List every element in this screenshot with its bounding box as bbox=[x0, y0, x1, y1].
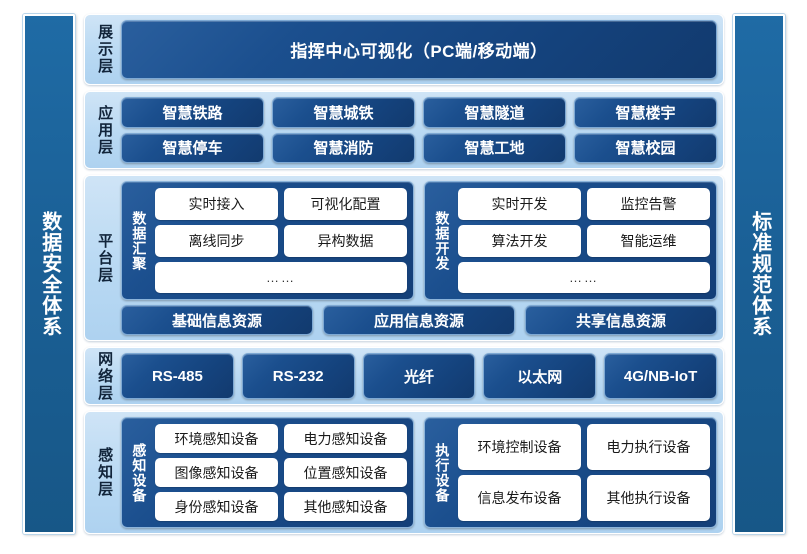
layer-application-label: 应用层 bbox=[96, 104, 114, 156]
resource-basic-info[interactable]: 基础信息资源 bbox=[121, 305, 313, 336]
cell-power-actuating-device[interactable]: 电力执行设备 bbox=[587, 424, 710, 471]
app-item-smart-firefighting[interactable]: 智慧消防 bbox=[272, 132, 415, 163]
cell-row: …… bbox=[155, 261, 407, 294]
network-item-4g-nbiot[interactable]: 4G/NB-IoT bbox=[604, 353, 717, 400]
cell-realtime-ingest[interactable]: 实时接入 bbox=[155, 187, 278, 220]
presentation-banner[interactable]: 指挥中心可视化（PC端/移动端） bbox=[121, 20, 717, 80]
cell-power-sensing-device[interactable]: 电力感知设备 bbox=[284, 424, 407, 454]
platform-resource-row: 基础信息资源 应用信息资源 共享信息资源 bbox=[121, 305, 717, 336]
cell-offline-sync[interactable]: 离线同步 bbox=[155, 224, 278, 257]
cell-row: 实时开发 监控告警 bbox=[458, 187, 710, 220]
app-item-smart-campus[interactable]: 智慧校园 bbox=[574, 132, 717, 163]
layer-application-body: 智慧铁路 智慧城铁 智慧隧道 智慧楼宇 智慧停车 智慧消防 智慧工地 智慧校园 bbox=[117, 97, 717, 163]
app-item-smart-parking[interactable]: 智慧停车 bbox=[121, 132, 264, 163]
layer-network-body: RS-485 RS-232 光纤 以太网 4G/NB-IoT bbox=[117, 353, 717, 400]
perception-groups: 感知设备 环境感知设备 电力感知设备 图像感知设备 位置感知设备 bbox=[121, 417, 717, 528]
layer-presentation-body: 指挥中心可视化（PC端/移动端） bbox=[117, 20, 717, 80]
cell-row: 离线同步 异构数据 bbox=[155, 224, 407, 257]
platform-group-data-aggregation-cells: 实时接入 可视化配置 离线同步 异构数据 …… bbox=[155, 187, 407, 294]
layer-perception: 感知层 感知设备 环境感知设备 电力感知设备 图像感知设备 bbox=[84, 411, 724, 534]
layer-stack: 展示层 指挥中心可视化（PC端/移动端） 应用层 智慧铁路 智慧城铁 智慧隧道 … bbox=[84, 14, 724, 534]
cell-row: 实时接入 可视化配置 bbox=[155, 187, 407, 220]
cell-realtime-development[interactable]: 实时开发 bbox=[458, 187, 581, 220]
platform-group-data-development-title: 数据开发 bbox=[434, 210, 451, 271]
app-item-smart-building[interactable]: 智慧楼宇 bbox=[574, 97, 717, 128]
cell-location-sensing-device[interactable]: 位置感知设备 bbox=[284, 458, 407, 488]
layer-platform-label: 平台层 bbox=[96, 232, 114, 284]
cell-row: 信息发布设备 其他执行设备 bbox=[458, 475, 710, 522]
platform-group-data-aggregation-title: 数据汇聚 bbox=[131, 210, 148, 271]
perception-group-actuating-devices-cells: 环境控制设备 电力执行设备 信息发布设备 其他执行设备 bbox=[458, 424, 710, 522]
left-pillar-label: 数据安全体系 bbox=[38, 211, 61, 337]
cell-monitoring-alarm[interactable]: 监控告警 bbox=[587, 187, 710, 220]
network-item-rs232[interactable]: RS-232 bbox=[241, 353, 355, 400]
platform-group-data-development: 数据开发 实时开发 监控告警 算法开发 智能运维 …… bbox=[424, 180, 717, 301]
resource-application-info[interactable]: 应用信息资源 bbox=[323, 305, 515, 336]
cell-other-sensing-device[interactable]: 其他感知设备 bbox=[284, 492, 407, 522]
cell-image-sensing-device[interactable]: 图像感知设备 bbox=[155, 458, 278, 488]
perception-group-actuating-devices: 执行设备 环境控制设备 电力执行设备 信息发布设备 其他执行设备 bbox=[424, 417, 717, 528]
cell-row: 图像感知设备 位置感知设备 bbox=[155, 458, 407, 488]
perception-group-actuating-devices-title: 执行设备 bbox=[434, 442, 451, 503]
resource-shared-info[interactable]: 共享信息资源 bbox=[525, 305, 717, 336]
cell-environment-sensing-device[interactable]: 环境感知设备 bbox=[155, 424, 278, 454]
right-pillar-standards: 标准规范体系 bbox=[733, 14, 785, 534]
network-item-ethernet[interactable]: 以太网 bbox=[483, 353, 597, 400]
layer-network-label: 网络层 bbox=[96, 350, 114, 402]
layer-platform-body: 数据汇聚 实时接入 可视化配置 离线同步 异构数据 …… bbox=[117, 180, 717, 336]
cell-row: 环境控制设备 电力执行设备 bbox=[458, 424, 710, 471]
cell-environment-control-device[interactable]: 环境控制设备 bbox=[458, 424, 581, 471]
cell-visual-config[interactable]: 可视化配置 bbox=[284, 187, 407, 220]
perception-group-sensing-devices-cells: 环境感知设备 电力感知设备 图像感知设备 位置感知设备 身份感知设备 其他感知设… bbox=[155, 424, 407, 522]
layer-platform: 平台层 数据汇聚 实时接入 可视化配置 离线同步 异 bbox=[84, 174, 724, 342]
right-pillar-label: 标准规范体系 bbox=[748, 211, 771, 337]
platform-groups: 数据汇聚 实时接入 可视化配置 离线同步 异构数据 …… bbox=[121, 180, 717, 301]
app-item-smart-tunnel[interactable]: 智慧隧道 bbox=[423, 97, 566, 128]
app-item-smart-urban-rail[interactable]: 智慧城铁 bbox=[272, 97, 415, 128]
layer-perception-label: 感知层 bbox=[96, 447, 114, 498]
platform-group-data-aggregation: 数据汇聚 实时接入 可视化配置 离线同步 异构数据 …… bbox=[121, 180, 414, 301]
cell-row: 环境感知设备 电力感知设备 bbox=[155, 424, 407, 454]
left-pillar-data-security: 数据安全体系 bbox=[23, 14, 75, 534]
application-row-1: 智慧铁路 智慧城铁 智慧隧道 智慧楼宇 bbox=[121, 97, 717, 128]
cell-identity-sensing-device[interactable]: 身份感知设备 bbox=[155, 492, 278, 522]
layer-presentation-label: 展示层 bbox=[96, 24, 114, 76]
layer-network: 网络层 RS-485 RS-232 光纤 以太网 4G/NB-IoT bbox=[84, 347, 724, 406]
layer-application: 应用层 智慧铁路 智慧城铁 智慧隧道 智慧楼宇 智慧停车 智慧消防 智慧工地 智… bbox=[84, 91, 724, 169]
network-items-row: RS-485 RS-232 光纤 以太网 4G/NB-IoT bbox=[121, 353, 717, 400]
layer-perception-body: 感知设备 环境感知设备 电力感知设备 图像感知设备 位置感知设备 bbox=[117, 417, 717, 528]
application-row-2: 智慧停车 智慧消防 智慧工地 智慧校园 bbox=[121, 132, 717, 163]
cell-other-actuating-device[interactable]: 其他执行设备 bbox=[587, 475, 710, 522]
perception-group-sensing-devices-title: 感知设备 bbox=[131, 442, 148, 503]
platform-group-data-development-cells: 实时开发 监控告警 算法开发 智能运维 …… bbox=[458, 187, 710, 294]
cell-info-publishing-device[interactable]: 信息发布设备 bbox=[458, 475, 581, 522]
app-item-smart-railway[interactable]: 智慧铁路 bbox=[121, 97, 264, 128]
network-item-fiber[interactable]: 光纤 bbox=[362, 353, 476, 400]
cell-more-development[interactable]: …… bbox=[458, 261, 710, 294]
layer-presentation: 展示层 指挥中心可视化（PC端/移动端） bbox=[84, 14, 724, 86]
cell-heterogeneous-data[interactable]: 异构数据 bbox=[284, 224, 407, 257]
cell-algorithm-development[interactable]: 算法开发 bbox=[458, 224, 581, 257]
perception-group-sensing-devices: 感知设备 环境感知设备 电力感知设备 图像感知设备 位置感知设备 bbox=[121, 417, 414, 528]
app-item-smart-construction-site[interactable]: 智慧工地 bbox=[423, 132, 566, 163]
cell-row: 身份感知设备 其他感知设备 bbox=[155, 492, 407, 522]
network-item-rs485[interactable]: RS-485 bbox=[121, 353, 234, 400]
cell-row: …… bbox=[458, 261, 710, 294]
cell-row: 算法开发 智能运维 bbox=[458, 224, 710, 257]
cell-intelligent-ops[interactable]: 智能运维 bbox=[587, 224, 710, 257]
cell-more-aggregation[interactable]: …… bbox=[155, 261, 407, 294]
